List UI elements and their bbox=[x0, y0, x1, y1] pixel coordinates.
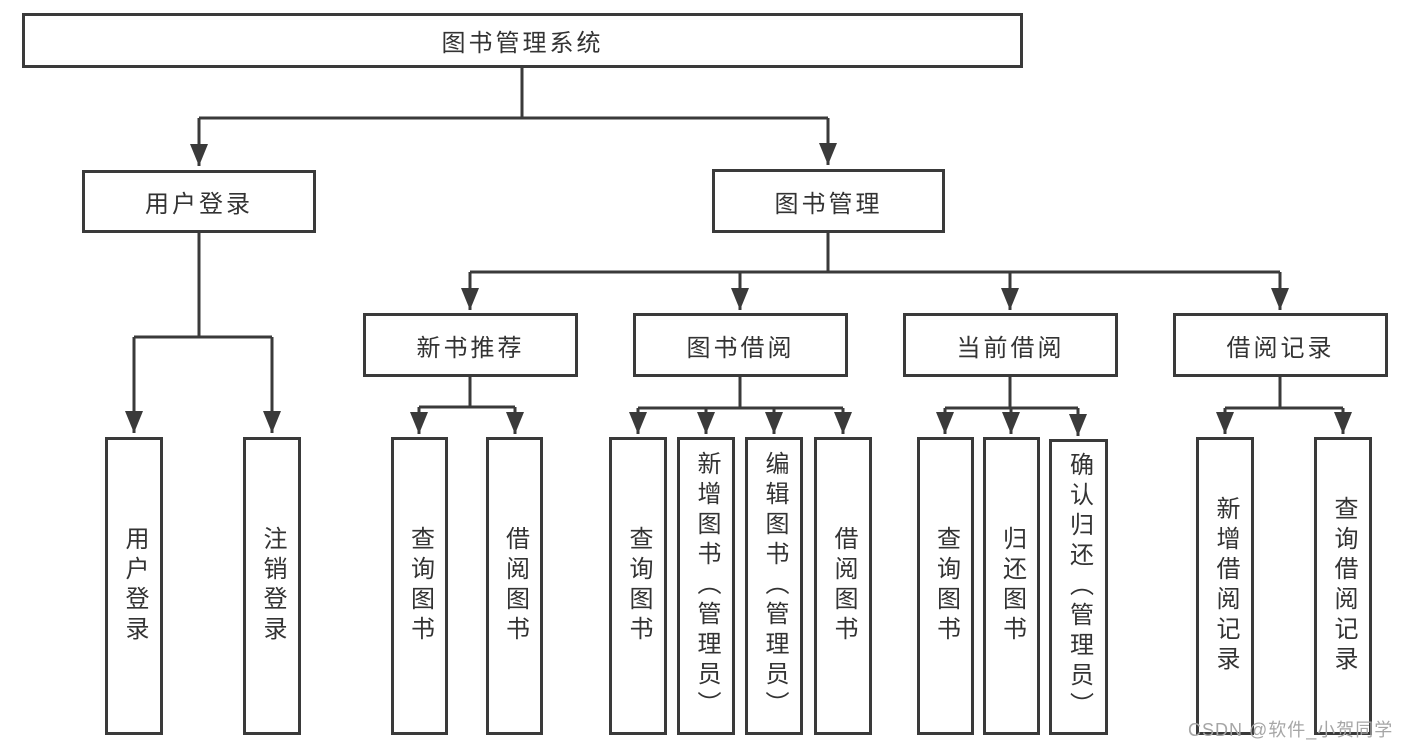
node-user-login-action-label: 用户登录 bbox=[121, 526, 148, 646]
node-cb-return-books-label: 归还图书 bbox=[998, 526, 1026, 646]
node-book-borrow: 图书借阅 bbox=[633, 313, 848, 377]
node-bb-query-books-label: 查询图书 bbox=[625, 526, 652, 646]
node-borrow-records-label: 借阅记录 bbox=[1226, 334, 1335, 362]
node-br-add-record: 新增借阅记录 bbox=[1196, 437, 1254, 735]
node-br-add-record-label: 新增借阅记录 bbox=[1212, 496, 1239, 676]
node-book-borrow-label: 图书借阅 bbox=[686, 334, 795, 362]
node-new-book-recommend-label: 新书推荐 bbox=[416, 334, 525, 362]
node-user-login: 用户登录 bbox=[82, 170, 316, 233]
node-bb-borrow-books-label: 借阅图书 bbox=[830, 526, 857, 646]
node-current-borrow: 当前借阅 bbox=[903, 313, 1118, 377]
node-nb-query-books-label: 查询图书 bbox=[406, 526, 434, 646]
node-bb-edit-books-admin: 编辑图书（管理员） bbox=[745, 437, 803, 735]
node-logout: 注销登录 bbox=[243, 437, 301, 735]
node-br-query-record-label: 查询借阅记录 bbox=[1330, 496, 1357, 676]
node-user-login-label: 用户登录 bbox=[145, 191, 253, 218]
node-bb-borrow-books: 借阅图书 bbox=[814, 437, 872, 735]
node-logout-label: 注销登录 bbox=[259, 526, 286, 646]
csdn-watermark: CSDN @软件_小贺同学 bbox=[1188, 720, 1394, 740]
node-nb-borrow-books-label: 借阅图书 bbox=[501, 526, 529, 646]
node-book-management: 图书管理 bbox=[712, 169, 945, 233]
node-cb-confirm-return-admin-label: 确认归还（管理员） bbox=[1065, 452, 1093, 722]
node-cb-query-books: 查询图书 bbox=[917, 437, 974, 735]
node-bb-add-books-admin: 新增图书（管理员） bbox=[677, 437, 735, 735]
node-nb-borrow-books: 借阅图书 bbox=[486, 437, 543, 735]
node-nb-query-books: 查询图书 bbox=[391, 437, 448, 735]
node-cb-return-books: 归还图书 bbox=[983, 437, 1040, 735]
node-current-borrow-label: 当前借阅 bbox=[956, 334, 1065, 362]
node-bb-add-books-admin-label: 新增图书（管理员） bbox=[693, 451, 720, 721]
node-bb-edit-books-admin-label: 编辑图书（管理员） bbox=[761, 451, 788, 721]
node-cb-query-books-label: 查询图书 bbox=[932, 526, 960, 646]
node-br-query-record: 查询借阅记录 bbox=[1314, 437, 1372, 735]
node-user-login-action: 用户登录 bbox=[105, 437, 163, 735]
node-root: 图书管理系统 bbox=[22, 13, 1023, 68]
node-book-management-label: 图书管理 bbox=[774, 190, 883, 218]
node-new-book-recommend: 新书推荐 bbox=[363, 313, 578, 377]
node-cb-confirm-return-admin: 确认归还（管理员） bbox=[1049, 439, 1108, 735]
node-borrow-records: 借阅记录 bbox=[1173, 313, 1388, 377]
node-bb-query-books: 查询图书 bbox=[609, 437, 667, 735]
node-root-label: 图书管理系统 bbox=[441, 30, 604, 57]
